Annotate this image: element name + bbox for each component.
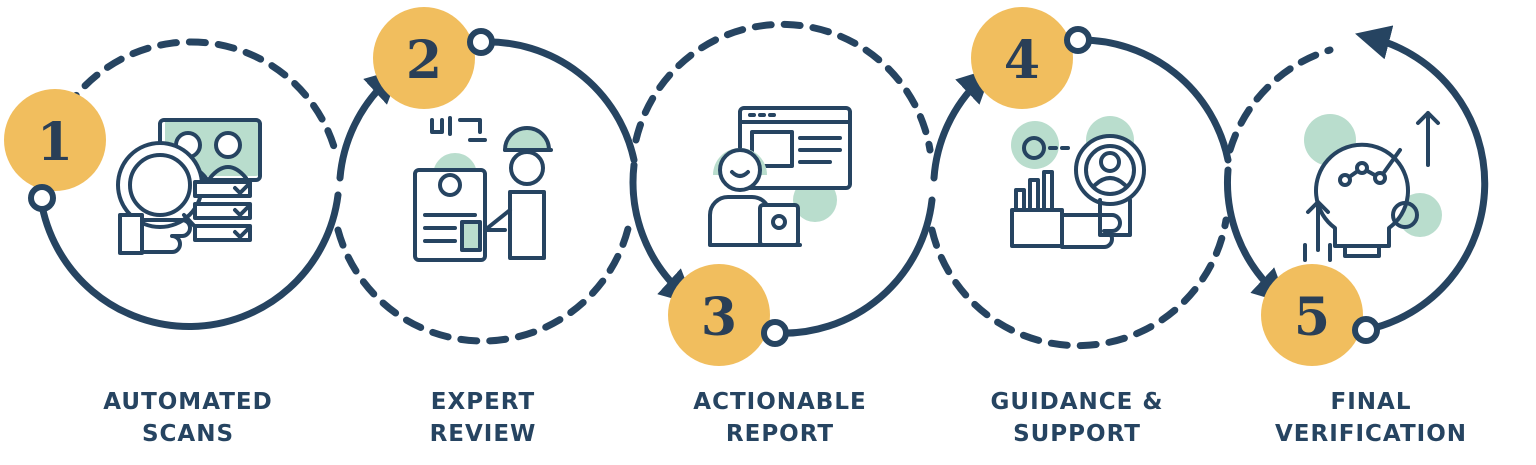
circle-3-solid-arc bbox=[771, 196, 936, 337]
step-1-title-line1: AUTOMATED bbox=[103, 389, 273, 415]
person-laptop-report-icon bbox=[708, 106, 852, 247]
step-5-label: FINAL VERIFICATION bbox=[1241, 386, 1501, 450]
step-4-title-line2: SUPPORT bbox=[1013, 421, 1141, 447]
step-2-title-line2: REVIEW bbox=[429, 421, 537, 447]
step-3-label: ACTIONABLE REPORT bbox=[650, 386, 910, 450]
scan-checklist-magnifier-icon bbox=[116, 118, 262, 255]
circle-1-solid-arc bbox=[37, 191, 342, 330]
step-2-title-line1: EXPERT bbox=[430, 389, 536, 415]
step-1-badge: 1 bbox=[4, 89, 106, 191]
step-2-label: EXPERT REVIEW bbox=[353, 386, 613, 450]
node-dot-4 bbox=[1064, 26, 1092, 54]
node-dot-2 bbox=[467, 28, 495, 56]
circle-5-solid-arc bbox=[1355, 25, 1489, 334]
circle-3-arrow-arc bbox=[629, 161, 695, 305]
step-4-label: GUIDANCE & SUPPORT bbox=[947, 386, 1207, 450]
step-1-title-line2: SCANS bbox=[141, 421, 235, 447]
node-dot-3 bbox=[761, 319, 789, 347]
circle-2-arrow-arc bbox=[336, 68, 401, 182]
circle-3-dashed-arc bbox=[632, 20, 934, 154]
step-2-number: 2 bbox=[406, 30, 442, 91]
circle-2-solid-arc bbox=[477, 38, 638, 164]
engineer-workstation-icon bbox=[413, 116, 553, 262]
step-2-badge: 2 bbox=[373, 7, 475, 109]
node-dot-1 bbox=[28, 184, 56, 212]
step-3-title-line1: ACTIONABLE bbox=[693, 389, 867, 415]
step-1-label: AUTOMATED SCANS bbox=[58, 386, 318, 450]
lightbulb-growth-icon bbox=[1303, 111, 1442, 262]
step-5-title-line2: VERIFICATION bbox=[1275, 421, 1467, 447]
circle-4-arrow-arc bbox=[930, 67, 993, 182]
step-4-number: 4 bbox=[1004, 30, 1040, 91]
step-1-number: 1 bbox=[37, 112, 73, 173]
step-4-badge: 4 bbox=[971, 7, 1073, 109]
circle-5-arrow-arc bbox=[1224, 166, 1288, 304]
step-5-number: 5 bbox=[1294, 287, 1330, 348]
circle-5-dashed-arc bbox=[1226, 46, 1334, 154]
circle-2-dashed-arc bbox=[334, 216, 634, 345]
step-5-title-line1: FINAL bbox=[1330, 389, 1412, 415]
circle-4-solid-arc bbox=[1074, 36, 1232, 164]
circle-4-dashed-arc bbox=[928, 216, 1230, 350]
step-3-number: 3 bbox=[701, 287, 737, 348]
step-3-title-line2: REPORT bbox=[725, 421, 835, 447]
step-5-badge: 5 bbox=[1261, 264, 1363, 366]
step-4-title-line1: GUIDANCE & bbox=[990, 389, 1164, 415]
hand-magnifier-support-icon bbox=[1010, 116, 1146, 249]
step-3-badge: 3 bbox=[668, 264, 770, 366]
node-dot-5 bbox=[1352, 316, 1380, 344]
